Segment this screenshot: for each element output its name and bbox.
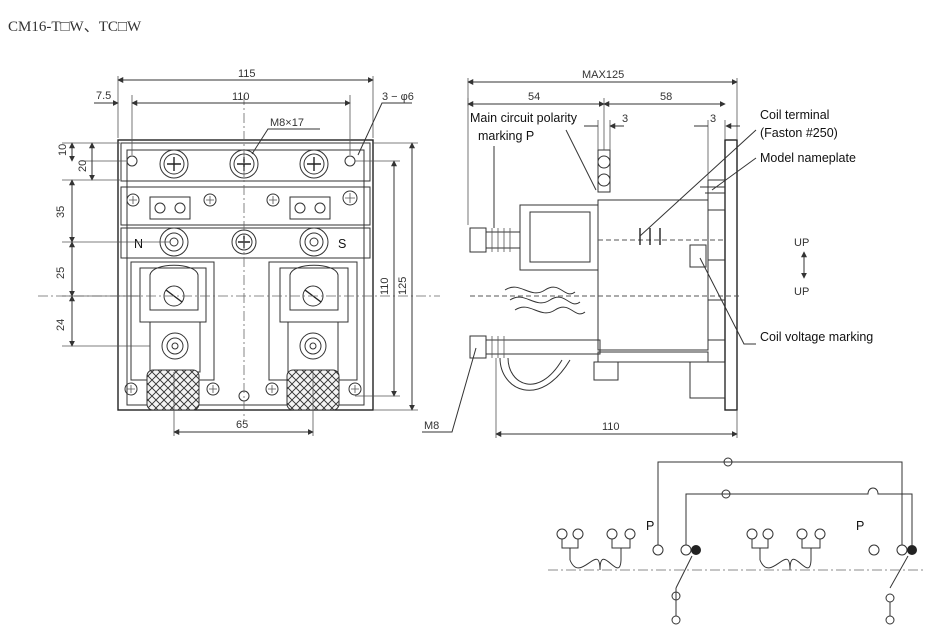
mounting-plate [724,139,738,411]
polarity-p-right: P [856,519,864,533]
holes-leader [357,102,412,156]
coil-terminal-label-line1: Coil terminal [760,108,829,122]
upper-main-terminal [469,227,521,253]
coil-body [597,199,709,351]
lower-spring-assembly [504,286,586,315]
bus-line-inner [685,487,913,545]
dim-7.5-label: 7.5 [96,90,111,102]
polarity-bracket-inner [529,211,591,263]
bus-line-outer [657,461,903,545]
right-coil-winding [759,558,812,571]
bottom-screws [124,382,362,402]
pole-band [120,227,371,259]
coil-voltage-label: Coil voltage marking [760,330,873,344]
dim-max125-label: MAX125 [582,69,624,81]
pole-n-label: N [134,237,143,251]
switch-pivot-right [885,593,895,603]
right-ext-lines [355,142,418,411]
screw-callout-bg [268,116,318,128]
terminal-screws-right [266,190,358,220]
ext-max125 [467,78,738,225]
coil-terminal-leader [639,129,757,237]
model-nameplate [707,179,726,211]
wiring-schematic: P P [548,457,925,625]
contact-right-open [868,544,880,556]
front-body-outline [117,139,374,411]
contact-right-mid [896,544,908,556]
dim-3-first-label: 3 [622,113,628,125]
ext-3 [597,120,726,180]
up-label-top: UP [794,237,809,249]
screw-leader [251,128,320,155]
left-coil-winding [569,558,622,571]
screw-callout: M8×17 [270,117,304,129]
mounting-bar [120,142,371,182]
faston-pins [639,228,661,245]
polarity-label-line1: Main circuit polarity [470,111,578,125]
dim-110-side-label: 110 [602,421,620,433]
lower-main-terminal [469,335,601,391]
front-view: N S [38,68,440,436]
m8-leader [422,347,477,433]
coil-terminal-label-line2: (Faston #250) [760,126,838,140]
dim-110-label: 110 [232,91,250,103]
holes-callout: 3 − φ6 [382,91,414,103]
dim-125-label: 125 [397,277,409,295]
ext-115 [117,76,374,138]
top-screw-left [159,149,189,179]
left-ext-lines [62,142,170,347]
polarity-label-line2: marking P [478,129,534,143]
contact-chamber-right [268,261,358,381]
polarity-leader [565,129,597,191]
contact-right-closed [907,545,917,555]
switch-terminal-left [671,615,681,625]
switch-terminal-right [885,615,895,625]
drawing-title: CM16-T□W、TC□W [8,19,142,35]
front-body-inner [126,149,365,406]
right-coil-terminals [746,528,826,560]
dim-110-vertical-label: 110 [379,277,391,295]
dim-24-label: 24 [55,319,67,331]
terminal-cover-left [146,369,200,411]
switch-arm-right [889,555,909,589]
top-screw-right [299,149,329,179]
nameplate-leader [711,157,757,191]
ext-65 [173,372,314,436]
polarity-bracket [519,204,599,271]
pole-s-label: S [338,237,346,251]
contact-chamber-left [130,261,215,381]
up-label-bottom: UP [794,286,809,298]
dim-115-label: 115 [238,68,256,80]
bus-terminal-outer [723,457,733,467]
mount-hole-right [344,155,356,167]
side-view: MAX125 54 58 3 3 110 M8 Main circuit pol… [422,69,873,438]
contact-left-mid [680,544,692,556]
dim-54-label: 54 [528,91,540,103]
dim-3-second-label: 3 [710,113,716,125]
switch-arm-left [675,555,693,604]
coil-voltage-label-plate [689,244,707,268]
dim-25-label: 25 [55,267,67,279]
contact-left-open [652,544,664,556]
coil-body-links [708,209,725,341]
coil-voltage-leader [699,257,756,345]
bottom-bracket [593,351,726,399]
bus-terminal-inner [721,489,731,499]
model-nameplate-label: Model nameplate [760,151,856,165]
dim-65-label: 65 [236,419,248,431]
dim-20-label: 20 [77,160,89,172]
left-coil-terminals [556,528,636,560]
dim-10-left-label: 10 [57,144,69,156]
mount-hole-left [126,155,138,167]
contact-left-closed [691,545,701,555]
mid-screw-right [299,227,329,257]
dim-35-label: 35 [55,206,67,218]
coil-terminal-top [597,149,611,193]
coil-terminal-strip [120,186,371,226]
dim-58-label: 58 [660,91,672,103]
m8-callout: M8 [424,420,439,432]
terminal-screws-left [126,193,217,220]
polarity-p-left: P [646,519,654,533]
